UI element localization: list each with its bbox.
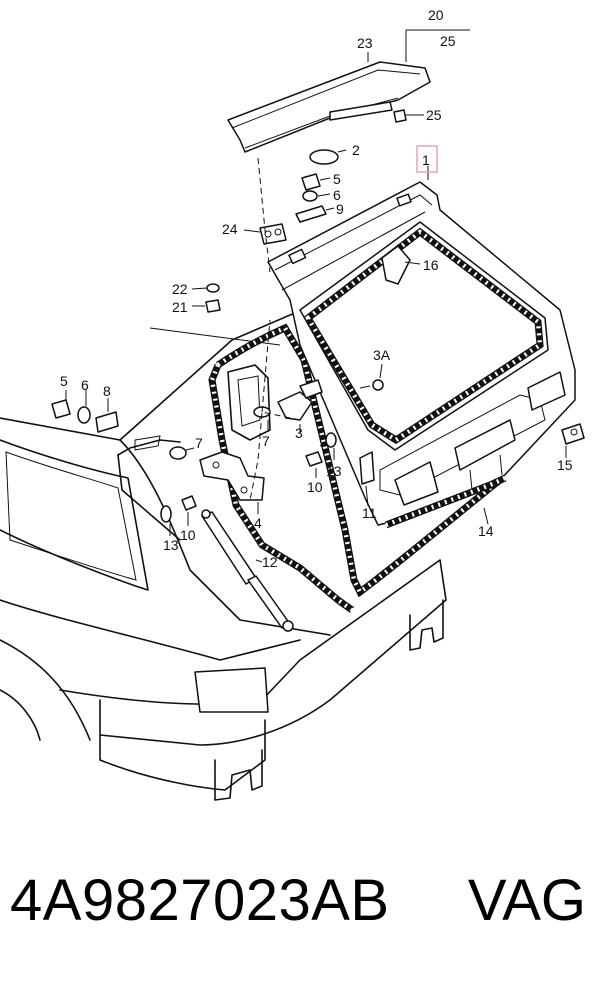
callout-6: 6 bbox=[81, 377, 89, 393]
brand-name: VAG bbox=[467, 868, 586, 933]
rear-spoiler bbox=[227, 61, 431, 153]
callout-14: 14 bbox=[478, 523, 494, 539]
assembly-lines bbox=[249, 157, 301, 501]
callout-4: 4 bbox=[254, 515, 262, 531]
callout-6: 6 bbox=[333, 187, 341, 203]
callout-5: 5 bbox=[60, 373, 68, 389]
callout-7: 7 bbox=[195, 435, 203, 451]
callout-2: 2 bbox=[352, 142, 360, 158]
callout-21: 21 bbox=[172, 299, 188, 315]
callout-13: 13 bbox=[326, 463, 342, 479]
callout-labels: 20 25 23 25 2 1 5 6 9 24 16 22 21 3A 5 6… bbox=[60, 7, 573, 570]
car-body bbox=[0, 284, 503, 801]
callout-1: 1 bbox=[422, 152, 430, 168]
callout-12: 12 bbox=[262, 554, 278, 570]
exploded-parts-diagram: 20 25 23 25 2 1 5 6 9 24 16 22 21 3A 5 6… bbox=[0, 7, 585, 801]
callout-15: 15 bbox=[557, 457, 573, 473]
tailgate bbox=[267, 181, 576, 529]
callout-3: 3 bbox=[295, 425, 303, 441]
callout-3a: 3A bbox=[373, 347, 391, 363]
callout-25: 25 bbox=[426, 107, 442, 123]
callout-22: 22 bbox=[172, 281, 188, 297]
small-parts bbox=[51, 109, 585, 632]
callout-10: 10 bbox=[307, 479, 323, 495]
callout-7: 7 bbox=[262, 433, 270, 449]
callout-8: 8 bbox=[103, 383, 111, 399]
callout-24: 24 bbox=[222, 221, 238, 237]
callout-20: 20 bbox=[428, 7, 444, 23]
callout-10: 10 bbox=[180, 527, 196, 543]
highlight-box bbox=[416, 145, 438, 173]
leader-lines bbox=[65, 29, 567, 563]
callout-25: 25 bbox=[440, 33, 456, 49]
callout-23: 23 bbox=[357, 35, 373, 51]
part-number: 4A9827023AB bbox=[10, 868, 390, 933]
callout-9: 9 bbox=[336, 201, 344, 217]
callout-16: 16 bbox=[423, 257, 439, 273]
callout-13: 13 bbox=[163, 537, 179, 553]
callout-5: 5 bbox=[333, 171, 341, 187]
callout-11: 11 bbox=[362, 505, 377, 521]
